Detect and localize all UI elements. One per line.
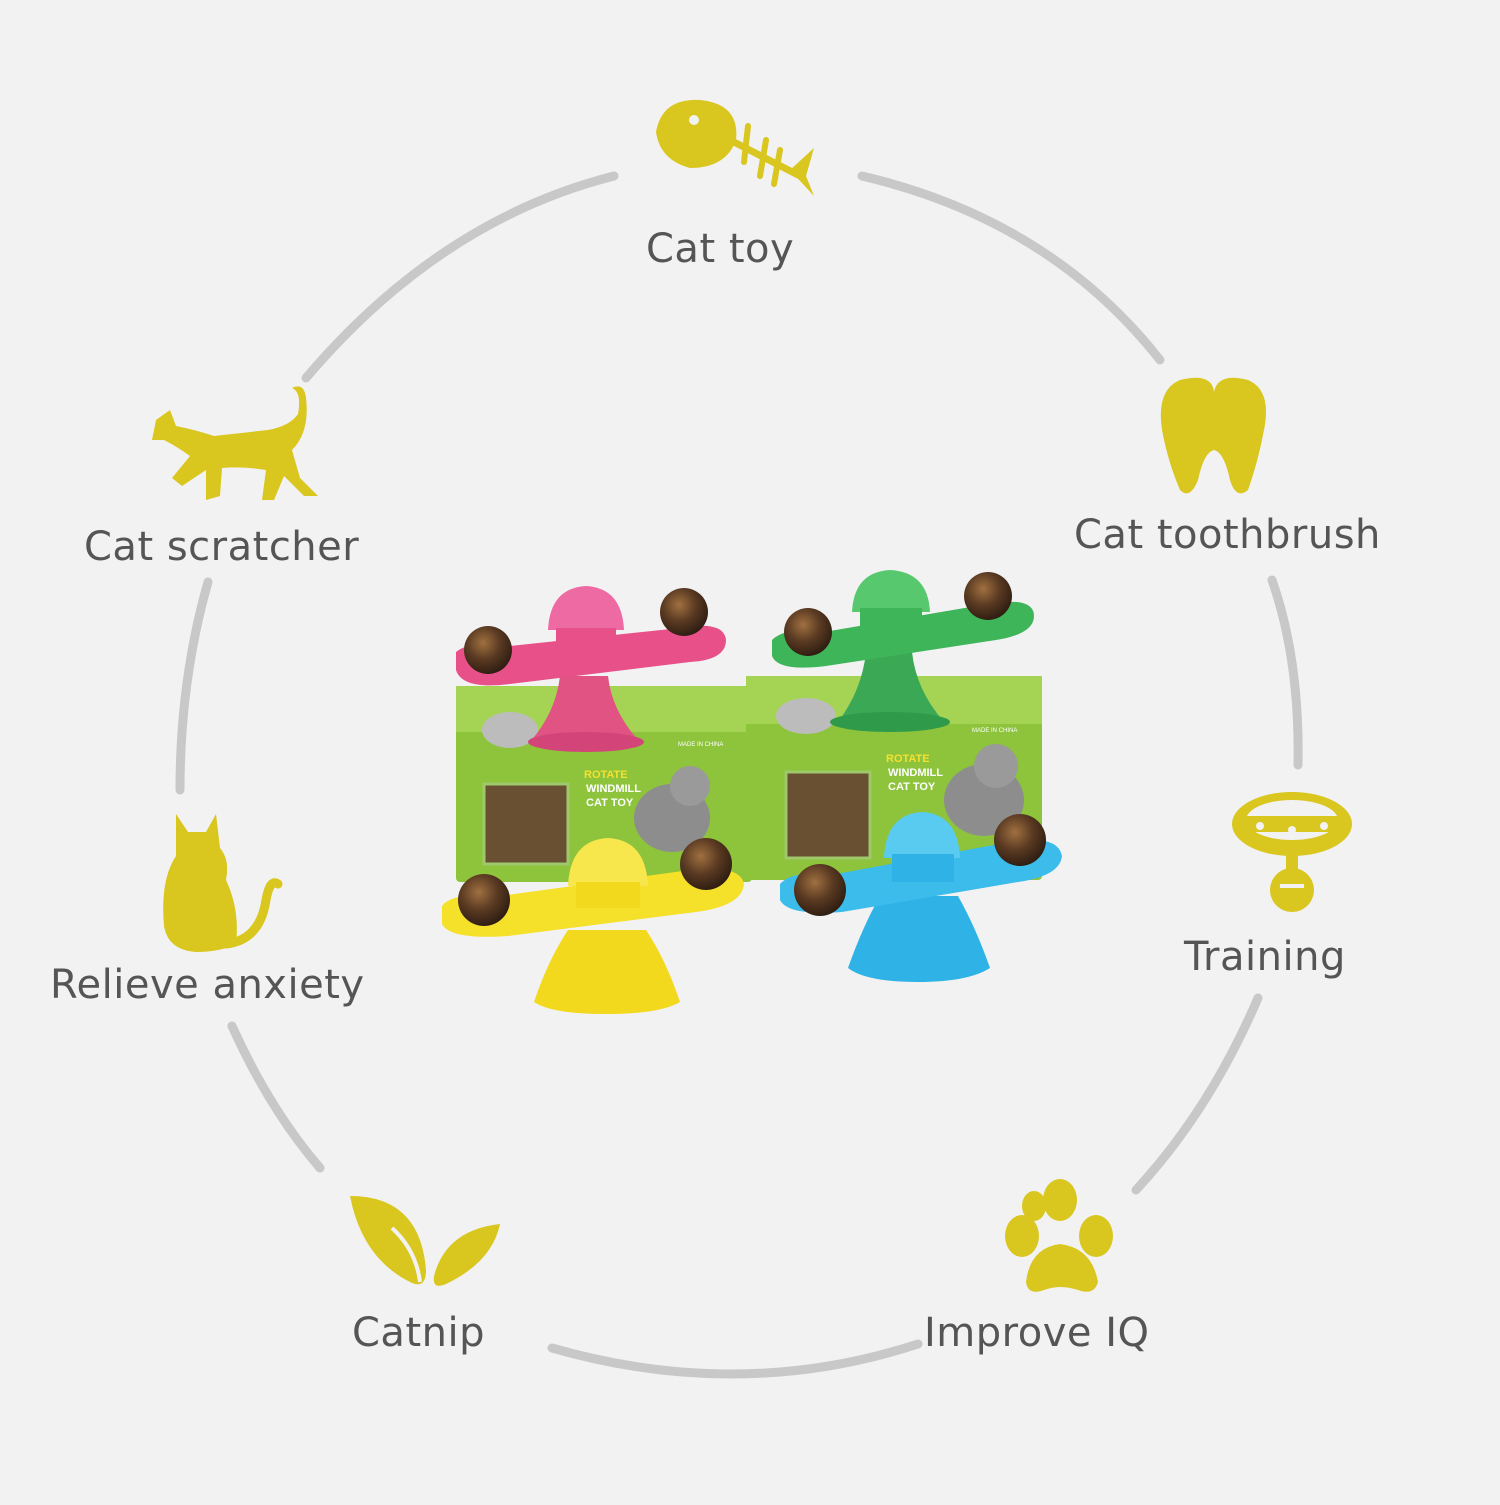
feature-label-cat-toothbrush: Cat toothbrush: [1074, 512, 1381, 558]
windmill-toy-green: [772, 570, 1034, 732]
ring: [175, 171, 1303, 1379]
svg-text:WINDMILL: WINDMILL: [586, 783, 641, 795]
svg-text:ROTATE: ROTATE: [584, 769, 628, 781]
ring-arc-bottom-right: [1131, 993, 1263, 1195]
windmill-toy-yellow: [442, 838, 744, 1014]
leaf-icon: [350, 1196, 500, 1286]
ring-arc-left: [175, 577, 213, 795]
windmill-toy-pink: [456, 586, 726, 752]
box-origin-text-2: MADE IN CHINA: [972, 728, 1017, 734]
walking-cat-icon: [152, 386, 318, 500]
tooth-icon: [1160, 377, 1266, 494]
ring-arc-top-left: [301, 171, 619, 383]
svg-text:ROTATE: ROTATE: [886, 753, 930, 765]
feature-label-training: Training: [1184, 934, 1346, 980]
fishbone-icon: [656, 99, 814, 196]
paw-icon: [1005, 1179, 1113, 1292]
ring-arc-bottom: [547, 1339, 923, 1379]
feature-label-improve-iq: Improve IQ: [924, 1310, 1150, 1356]
svg-text:WINDMILL: WINDMILL: [888, 767, 943, 779]
sitting-cat-icon: [163, 814, 283, 952]
windmill-toy-blue: [780, 812, 1062, 982]
feature-label-relieve-anxiety: Relieve anxiety: [50, 962, 365, 1008]
toy-box-2: ROTATE WINDMILL CAT TOY MADE IN CHINA: [746, 676, 1042, 880]
svg-text:CAT TOY: CAT TOY: [888, 781, 936, 793]
collar-bell-icon: [1232, 792, 1352, 912]
ring-arc-right: [1267, 575, 1303, 770]
box-origin-text-1: MADE IN CHINA: [678, 742, 723, 748]
ring-arc-bottom-left: [227, 1021, 325, 1173]
feature-label-catnip: Catnip: [352, 1310, 485, 1356]
svg-text:CAT TOY: CAT TOY: [586, 797, 634, 809]
product-photo: ROTATE WINDMILL CAT TOY MADE IN CHINA RO…: [442, 570, 1062, 1014]
feature-label-cat-scratcher: Cat scratcher: [84, 524, 360, 570]
ring-arc-top-right: [857, 171, 1165, 365]
feature-label-cat-toy: Cat toy: [646, 226, 795, 272]
